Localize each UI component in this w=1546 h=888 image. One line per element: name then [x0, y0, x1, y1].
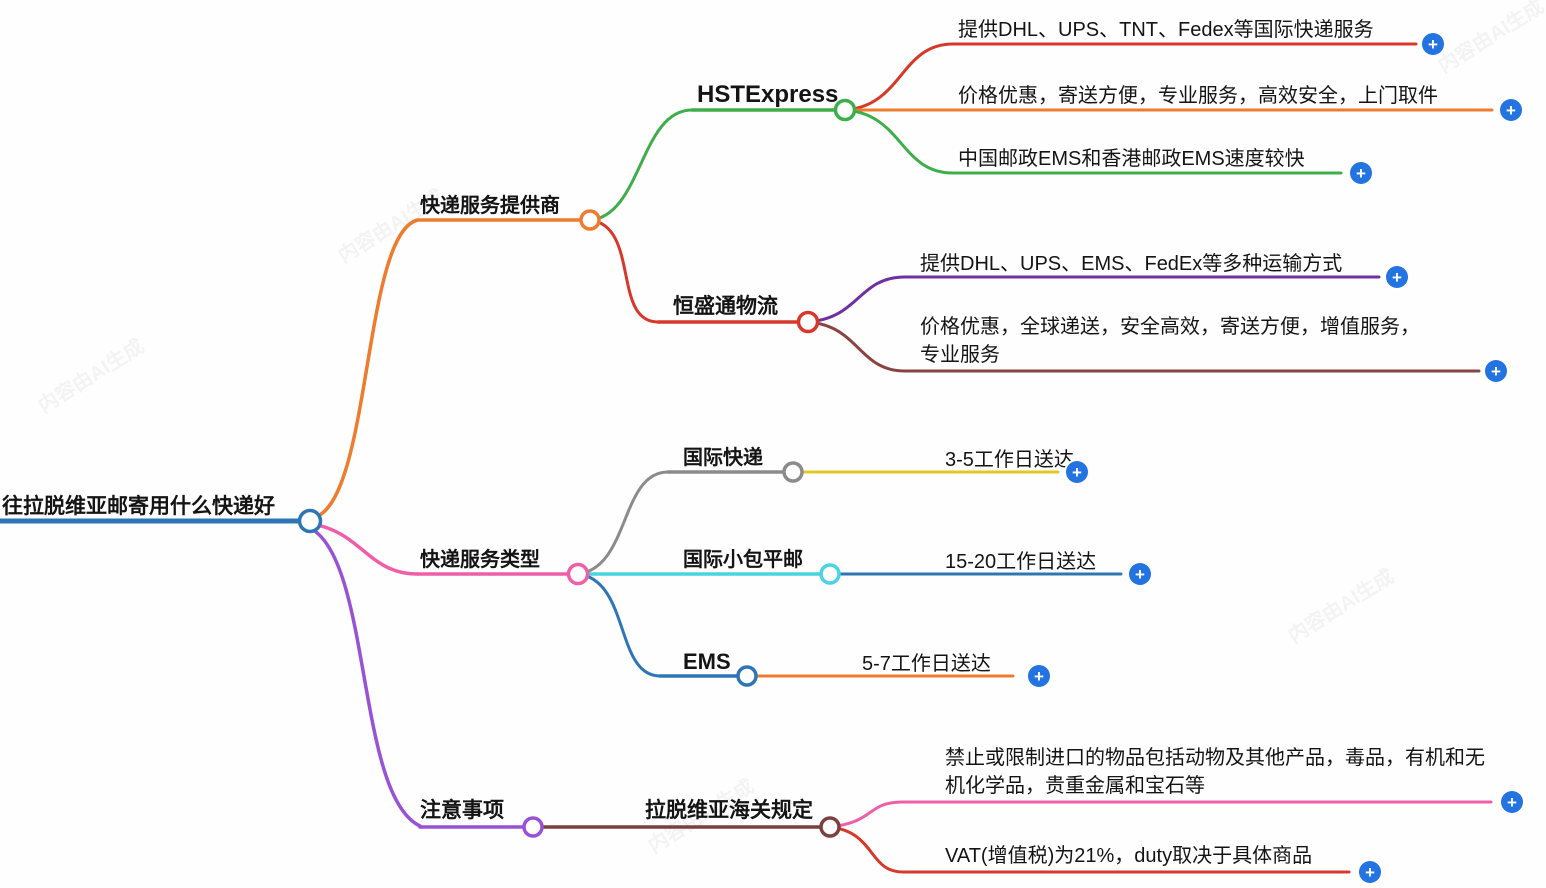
plus-icon: +	[1507, 792, 1517, 812]
node-label-notes[interactable]: 注意事项	[420, 799, 504, 822]
plus-icon: +	[1506, 100, 1516, 120]
edge-types-ems	[576, 572, 662, 678]
expand-button-hst-leaf1[interactable]: +	[1422, 33, 1444, 55]
expand-button-hst2-leaf2[interactable]: +	[1485, 360, 1507, 382]
leaf-hst2-transport-modes[interactable]: 提供DHL、UPS、EMS、FedEx等多种运输方式	[920, 253, 1343, 275]
plus-icon: +	[1392, 267, 1402, 287]
plus-icon: +	[1135, 564, 1145, 584]
node-circle-smallpacket[interactable]	[819, 563, 841, 585]
node-label-smallpacket[interactable]: 国际小包平邮	[683, 549, 803, 571]
expand-button-smallpacket-days[interactable]: +	[1129, 563, 1151, 585]
node-circle-types[interactable]	[566, 562, 590, 586]
leaf-hst2-advantages[interactable]: 价格优惠，全球递送，安全高效，寄送方便，增值服务，专业服务	[920, 316, 1420, 366]
watermark: 内容由AI生成	[1434, 0, 1546, 78]
node-label-customs[interactable]: 拉脱维亚海关规定	[645, 799, 813, 822]
watermark: 内容由AI生成	[1284, 565, 1399, 648]
node-circle-providers[interactable]	[579, 209, 601, 231]
node-label-hstexpress[interactable]: HSTExpress	[697, 81, 839, 108]
node-circle-customs[interactable]	[819, 816, 841, 838]
leaf-hst-advantages[interactable]: 价格优惠，寄送方便，专业服务，高效安全，上门取件	[958, 85, 1438, 107]
plus-icon: +	[1428, 34, 1438, 54]
leaf-smallpacket-days[interactable]: 15-20工作日送达	[945, 551, 1097, 573]
node-label-ems[interactable]: EMS	[683, 649, 731, 674]
edge-types-express	[576, 470, 670, 576]
node-label-hengshengtong[interactable]: 恒盛通物流	[673, 295, 778, 318]
edge-root-providers	[310, 218, 420, 520]
leaf-hst-ems-speed[interactable]: 中国邮政EMS和香港邮政EMS速度较快	[958, 148, 1305, 170]
plus-icon: +	[1034, 666, 1044, 686]
leaf-ems-days[interactable]: 5-7工作日送达	[862, 653, 991, 675]
node-circle-hengshengtong[interactable]	[796, 310, 820, 334]
leaf-customs-vat[interactable]: VAT(增值税)为21%，duty取决于具体商品	[945, 845, 1313, 867]
edge-root-types	[310, 522, 420, 576]
expand-button-express-days[interactable]: +	[1066, 461, 1088, 483]
leaf-customs-prohibited[interactable]: 禁止或限制进口的物品包括动物及其他产品，毒品，有机和无机化学品，贵重金属和宝石等	[945, 747, 1485, 797]
node-circle-root[interactable]	[297, 508, 323, 534]
node-label-providers[interactable]: 快递服务提供商	[420, 195, 560, 217]
watermark: 内容由AI生成	[34, 335, 149, 418]
edge-providers-hstexpress	[588, 108, 694, 222]
plus-icon: +	[1491, 361, 1501, 381]
expand-button-customs-leaf1[interactable]: +	[1501, 791, 1523, 813]
plus-icon: +	[1072, 462, 1082, 482]
expand-button-ems-days[interactable]: +	[1028, 665, 1050, 687]
root-node-label[interactable]: 往拉脱维亚邮寄用什么快递好	[2, 495, 275, 518]
node-circle-notes[interactable]	[522, 816, 544, 838]
node-circle-intl-express[interactable]	[782, 461, 804, 483]
edge-root-notes	[308, 526, 422, 828]
node-circle-ems[interactable]	[736, 665, 758, 687]
expand-button-hst2-leaf1[interactable]: +	[1386, 266, 1408, 288]
node-label-types[interactable]: 快递服务类型	[420, 549, 540, 571]
plus-icon: +	[1365, 862, 1375, 882]
expand-button-hst-leaf2[interactable]: +	[1500, 99, 1522, 121]
plus-icon: +	[1356, 163, 1366, 183]
node-label-intl-express[interactable]: 国际快递	[683, 447, 763, 469]
edge-providers-hengshengtong	[588, 218, 660, 324]
leaf-hst-services[interactable]: 提供DHL、UPS、TNT、Fedex等国际快递服务	[958, 19, 1374, 41]
leaf-intl-express-days[interactable]: 3-5工作日送达	[945, 449, 1074, 471]
expand-button-hst-leaf3[interactable]: +	[1350, 162, 1372, 184]
edge-customs-leaf1	[828, 800, 1493, 829]
expand-button-customs-leaf2[interactable]: +	[1359, 861, 1381, 883]
